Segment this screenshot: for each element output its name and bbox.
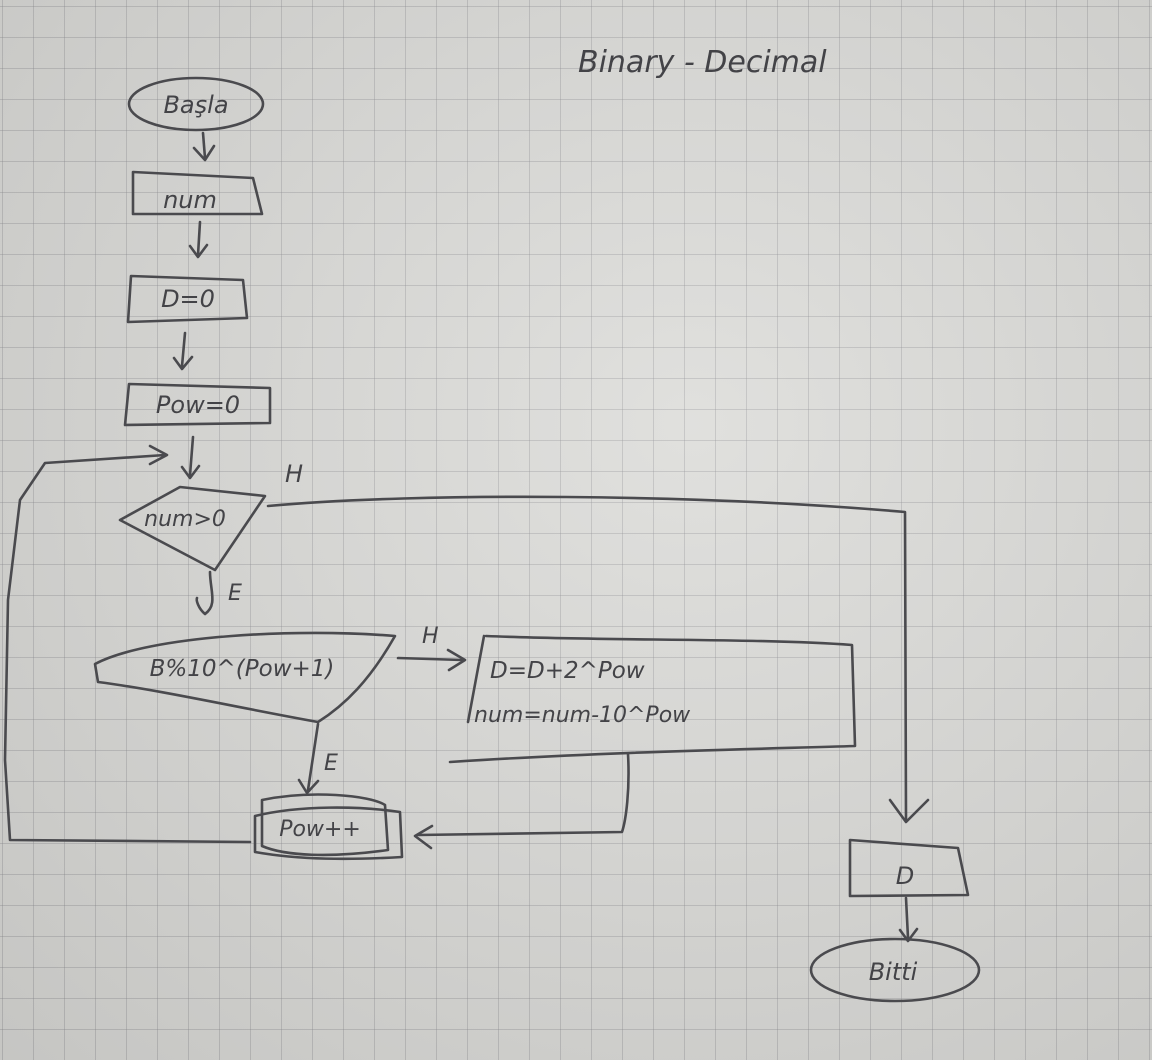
arrow-start-to-input bbox=[201, 131, 207, 160]
cond-num-label: num>0 bbox=[144, 507, 226, 532]
arrow-initd-to-initpow bbox=[180, 331, 187, 368]
arrowhead-output-to-end bbox=[898, 927, 919, 943]
arrow-condmod-no-to-assign bbox=[396, 656, 464, 662]
input-num-label: num bbox=[163, 186, 217, 214]
start-label: Başla bbox=[163, 91, 228, 119]
assign-box bbox=[448, 634, 857, 764]
input-num-shape bbox=[131, 170, 264, 216]
arrow-input-to-initd bbox=[196, 220, 202, 257]
init-d-box bbox=[126, 274, 249, 324]
arrow-initpow-to-condnum bbox=[188, 435, 195, 477]
arrow-assign-to-incpow bbox=[416, 752, 630, 837]
assign-box-left-edge bbox=[466, 634, 486, 724]
loop-back-line bbox=[3, 453, 252, 844]
arrowhead-condnum-no-to-output bbox=[888, 798, 930, 824]
cond-mod-no-label: H bbox=[422, 624, 439, 649]
arrow-condmod-yes-to-incpow bbox=[306, 722, 320, 792]
output-d-shape bbox=[848, 838, 970, 898]
end-label: Bitti bbox=[869, 958, 918, 986]
arrowhead-input-to-initd bbox=[188, 243, 209, 259]
arrowhead-start-to-input bbox=[192, 144, 216, 162]
arrowhead-condmod-yes-to-incpow bbox=[297, 778, 320, 795]
cond-num-no-label: H bbox=[285, 460, 303, 488]
cond-mod-label: B%10^(Pow+1) bbox=[150, 656, 335, 682]
cond-num-diamond bbox=[118, 485, 267, 572]
init-d-label: D=0 bbox=[161, 285, 215, 313]
arrowhead-assign-to-incpow bbox=[413, 824, 434, 850]
inc-pow-label: Pow++ bbox=[279, 817, 361, 842]
inc-pow-box-overdraw bbox=[260, 793, 390, 857]
output-d-label: D bbox=[896, 862, 914, 890]
arrow-condnum-no-to-output bbox=[266, 495, 908, 822]
init-pow-label: Pow=0 bbox=[156, 391, 240, 419]
arrowhead-initd-to-initpow bbox=[172, 355, 194, 371]
cond-num-yes-label: E bbox=[228, 581, 242, 606]
loop-back-arrowhead bbox=[148, 444, 169, 466]
arrowhead-condmod-no-to-assign bbox=[446, 648, 467, 672]
assign-d-label: D=D+2^Pow bbox=[490, 658, 645, 684]
inc-pow-box bbox=[253, 806, 404, 861]
diagram-title: Binary - Decimal bbox=[578, 45, 827, 80]
cond-mod-diamond bbox=[93, 631, 397, 724]
init-pow-box bbox=[123, 382, 272, 427]
start-terminal bbox=[127, 76, 265, 132]
assign-num-label: num=num-10^Pow bbox=[474, 703, 691, 728]
end-terminal bbox=[809, 937, 981, 1003]
cond-mod-yes-label: E bbox=[324, 751, 338, 776]
arrow-output-to-end bbox=[904, 896, 910, 940]
arrowhead-initpow-to-condnum bbox=[180, 464, 201, 480]
arrow-condnum-yes-to-condmod bbox=[195, 570, 214, 616]
